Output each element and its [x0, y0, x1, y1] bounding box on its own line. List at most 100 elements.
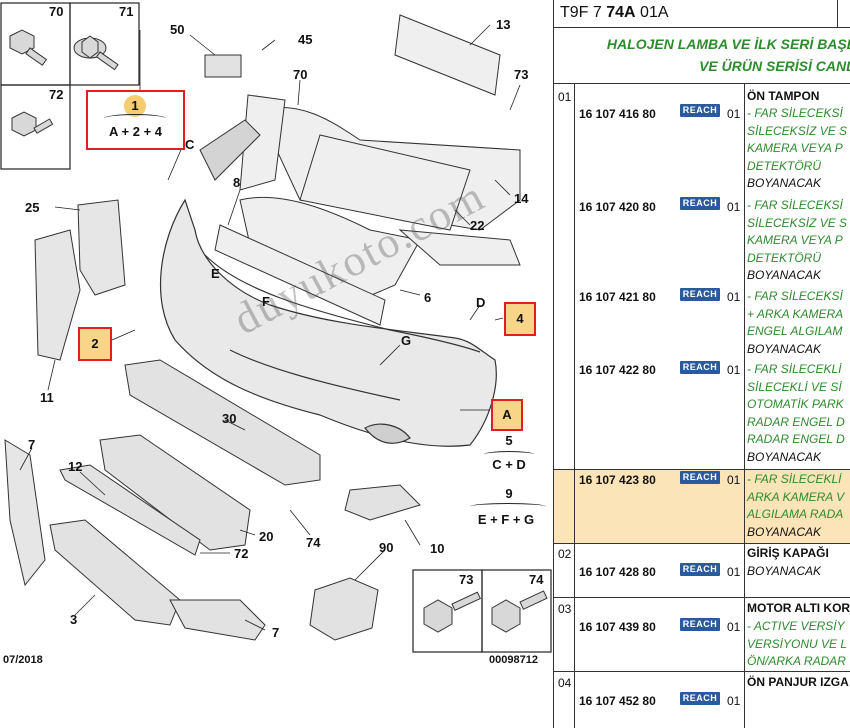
- screw-73-icon: [423, 591, 481, 633]
- lower-parts: [49, 54, 421, 641]
- desc-line: + ARKA KAMERA: [747, 306, 844, 321]
- diagram-date: 07/2018: [3, 654, 43, 666]
- part-ref[interactable]: 16 107 439 80: [579, 620, 656, 634]
- callout-1-brace: [104, 114, 166, 123]
- part-label-C: C: [185, 137, 195, 152]
- part-label-G: G: [401, 333, 412, 348]
- part-qty: 01: [727, 107, 741, 121]
- part-label-72-box: 72: [49, 87, 64, 102]
- part-label-72: 72: [234, 546, 249, 561]
- bracket-50: [199, 119, 261, 181]
- part-ref[interactable]: 16 107 452 80: [579, 694, 656, 708]
- parts-diagram: 70 71 72 50 45 13 70 73 14 22 8 6 25 11 …: [0, 2, 552, 666]
- part-description: BOYANACAK: [747, 563, 850, 581]
- part-ref[interactable]: 16 107 423 80: [579, 473, 656, 487]
- part-label-F: F: [262, 294, 270, 309]
- part-label-12: 12: [68, 459, 83, 474]
- part-label-90: 90: [379, 540, 394, 555]
- header-divider: [837, 0, 838, 27]
- part-ref[interactable]: 16 107 428 80: [579, 565, 656, 579]
- strip-8: [214, 224, 386, 326]
- part-ref[interactable]: 16 107 421 80: [579, 290, 656, 304]
- group-title: ÖN TAMPON: [747, 88, 850, 106]
- desc-line: KAMERA VEYA P: [747, 141, 843, 155]
- part-description: - FAR SİLECEKSİ SİLECEKSİZ VE S KAMERA V…: [747, 105, 850, 193]
- paint-note: BOYANACAK: [747, 268, 822, 282]
- callout-1-number: 1: [124, 95, 146, 117]
- group-5-equation: C + D: [492, 457, 526, 472]
- part-label-71-box: 71: [119, 4, 134, 19]
- paint-note: BOYANACAK: [747, 449, 822, 464]
- group-title-text: ÖN PANJUR IZGA: [747, 675, 849, 689]
- paint-note: BOYANACAK: [747, 176, 822, 190]
- group-number: 03: [558, 602, 572, 616]
- group-number: 01: [558, 90, 572, 104]
- absorber-30: [124, 359, 321, 486]
- part-label-45: 45: [298, 32, 313, 47]
- part-qty: 01: [727, 565, 741, 579]
- table-code: T9F 7 74A 01A: [560, 4, 669, 22]
- banner-line-1: HALOJEN LAMBA VE İLK SERİ BAŞLAM: [606, 36, 850, 52]
- part-label-7-left: 7: [28, 437, 36, 452]
- col-divider-2: [744, 84, 745, 728]
- bracket-25: [77, 199, 126, 296]
- part-qty: 01: [727, 620, 741, 634]
- group-title: ÖN PANJUR IZGA: [747, 674, 850, 692]
- desc-line: - FAR SİLECEKSİ: [747, 198, 843, 212]
- table-header: T9F 7 74A 01A: [554, 0, 850, 28]
- grille-22: [299, 134, 471, 231]
- part-qty: 01: [727, 694, 741, 708]
- group-title: MOTOR ALTI KOR: [747, 600, 850, 618]
- callout-2-box[interactable]: 2: [78, 327, 112, 361]
- callout-1-box[interactable]: 1 A + 2 + 4: [86, 90, 185, 150]
- group-number: 04: [558, 676, 572, 690]
- callout-A-box[interactable]: A: [491, 399, 523, 431]
- desc-line: RADAR ENGEL D: [747, 414, 845, 429]
- grille-6: [239, 196, 421, 301]
- cover-13: [394, 14, 501, 96]
- group-title-text: ÖN TAMPON: [747, 89, 820, 103]
- block-50: [204, 54, 242, 78]
- part-qty: 01: [727, 200, 741, 214]
- upper-frames: [214, 14, 521, 326]
- row-separator-hl-top: [554, 469, 850, 470]
- table-banner: HALOJEN LAMBA VE İLK SERİ BAŞLAM VE ÜRÜN…: [554, 28, 850, 84]
- part-qty: 01: [727, 363, 741, 377]
- part-label-11: 11: [40, 390, 54, 405]
- paint-note: BOYANACAK: [747, 564, 822, 578]
- duct-12: [59, 464, 201, 556]
- part-description: - FAR SİLECEKSİ + ARKA KAMERA ENGEL ALGI…: [747, 288, 850, 358]
- group-9-brace: [470, 503, 546, 510]
- part-ref[interactable]: 16 107 420 80: [579, 200, 656, 214]
- group-title-text: GİRİŞ KAPAĞI: [747, 546, 829, 560]
- part-label-13: 13: [496, 17, 511, 32]
- desc-line: RADAR ENGEL D: [747, 432, 845, 446]
- desc-line: ÖN/ARKA RADAR: [747, 654, 846, 668]
- group-title-text: MOTOR ALTI KOR: [747, 601, 850, 615]
- screw-72-icon: [11, 111, 54, 137]
- desc-line: KAMERA VEYA P: [747, 233, 843, 247]
- part-label-8: 8: [233, 175, 241, 190]
- paint-note: BOYANACAK: [747, 341, 822, 356]
- table-code-prefix: T9F 7: [560, 4, 607, 21]
- desc-line: - FAR SİLECEKLİ: [747, 362, 842, 376]
- box-screw-74: [481, 569, 552, 653]
- part-label-74-box: 74: [529, 572, 544, 587]
- part-label-E: E: [211, 266, 220, 281]
- desc-line: SİLECEKSİZ VE S: [747, 123, 848, 138]
- callout-4-box[interactable]: 4: [504, 302, 536, 336]
- fog-cover-10: [344, 484, 421, 521]
- part-label-70: 70: [293, 67, 308, 82]
- desc-line: - FAR SİLECEKSİ: [747, 289, 843, 303]
- reach-badge: REACH: [680, 104, 720, 117]
- part-ref[interactable]: 16 107 422 80: [579, 363, 656, 377]
- desc-line: ALGILAMA RADA: [747, 507, 844, 521]
- trim-70: [239, 94, 286, 191]
- trim-7-right: [169, 599, 266, 641]
- part-ref[interactable]: 16 107 416 80: [579, 107, 656, 121]
- group-separator-02: [554, 543, 850, 544]
- part-label-73: 73: [514, 67, 529, 82]
- group-separator-04: [554, 671, 850, 672]
- part-label-14: 14: [514, 191, 529, 206]
- paint-note: BOYANACAK: [747, 524, 822, 539]
